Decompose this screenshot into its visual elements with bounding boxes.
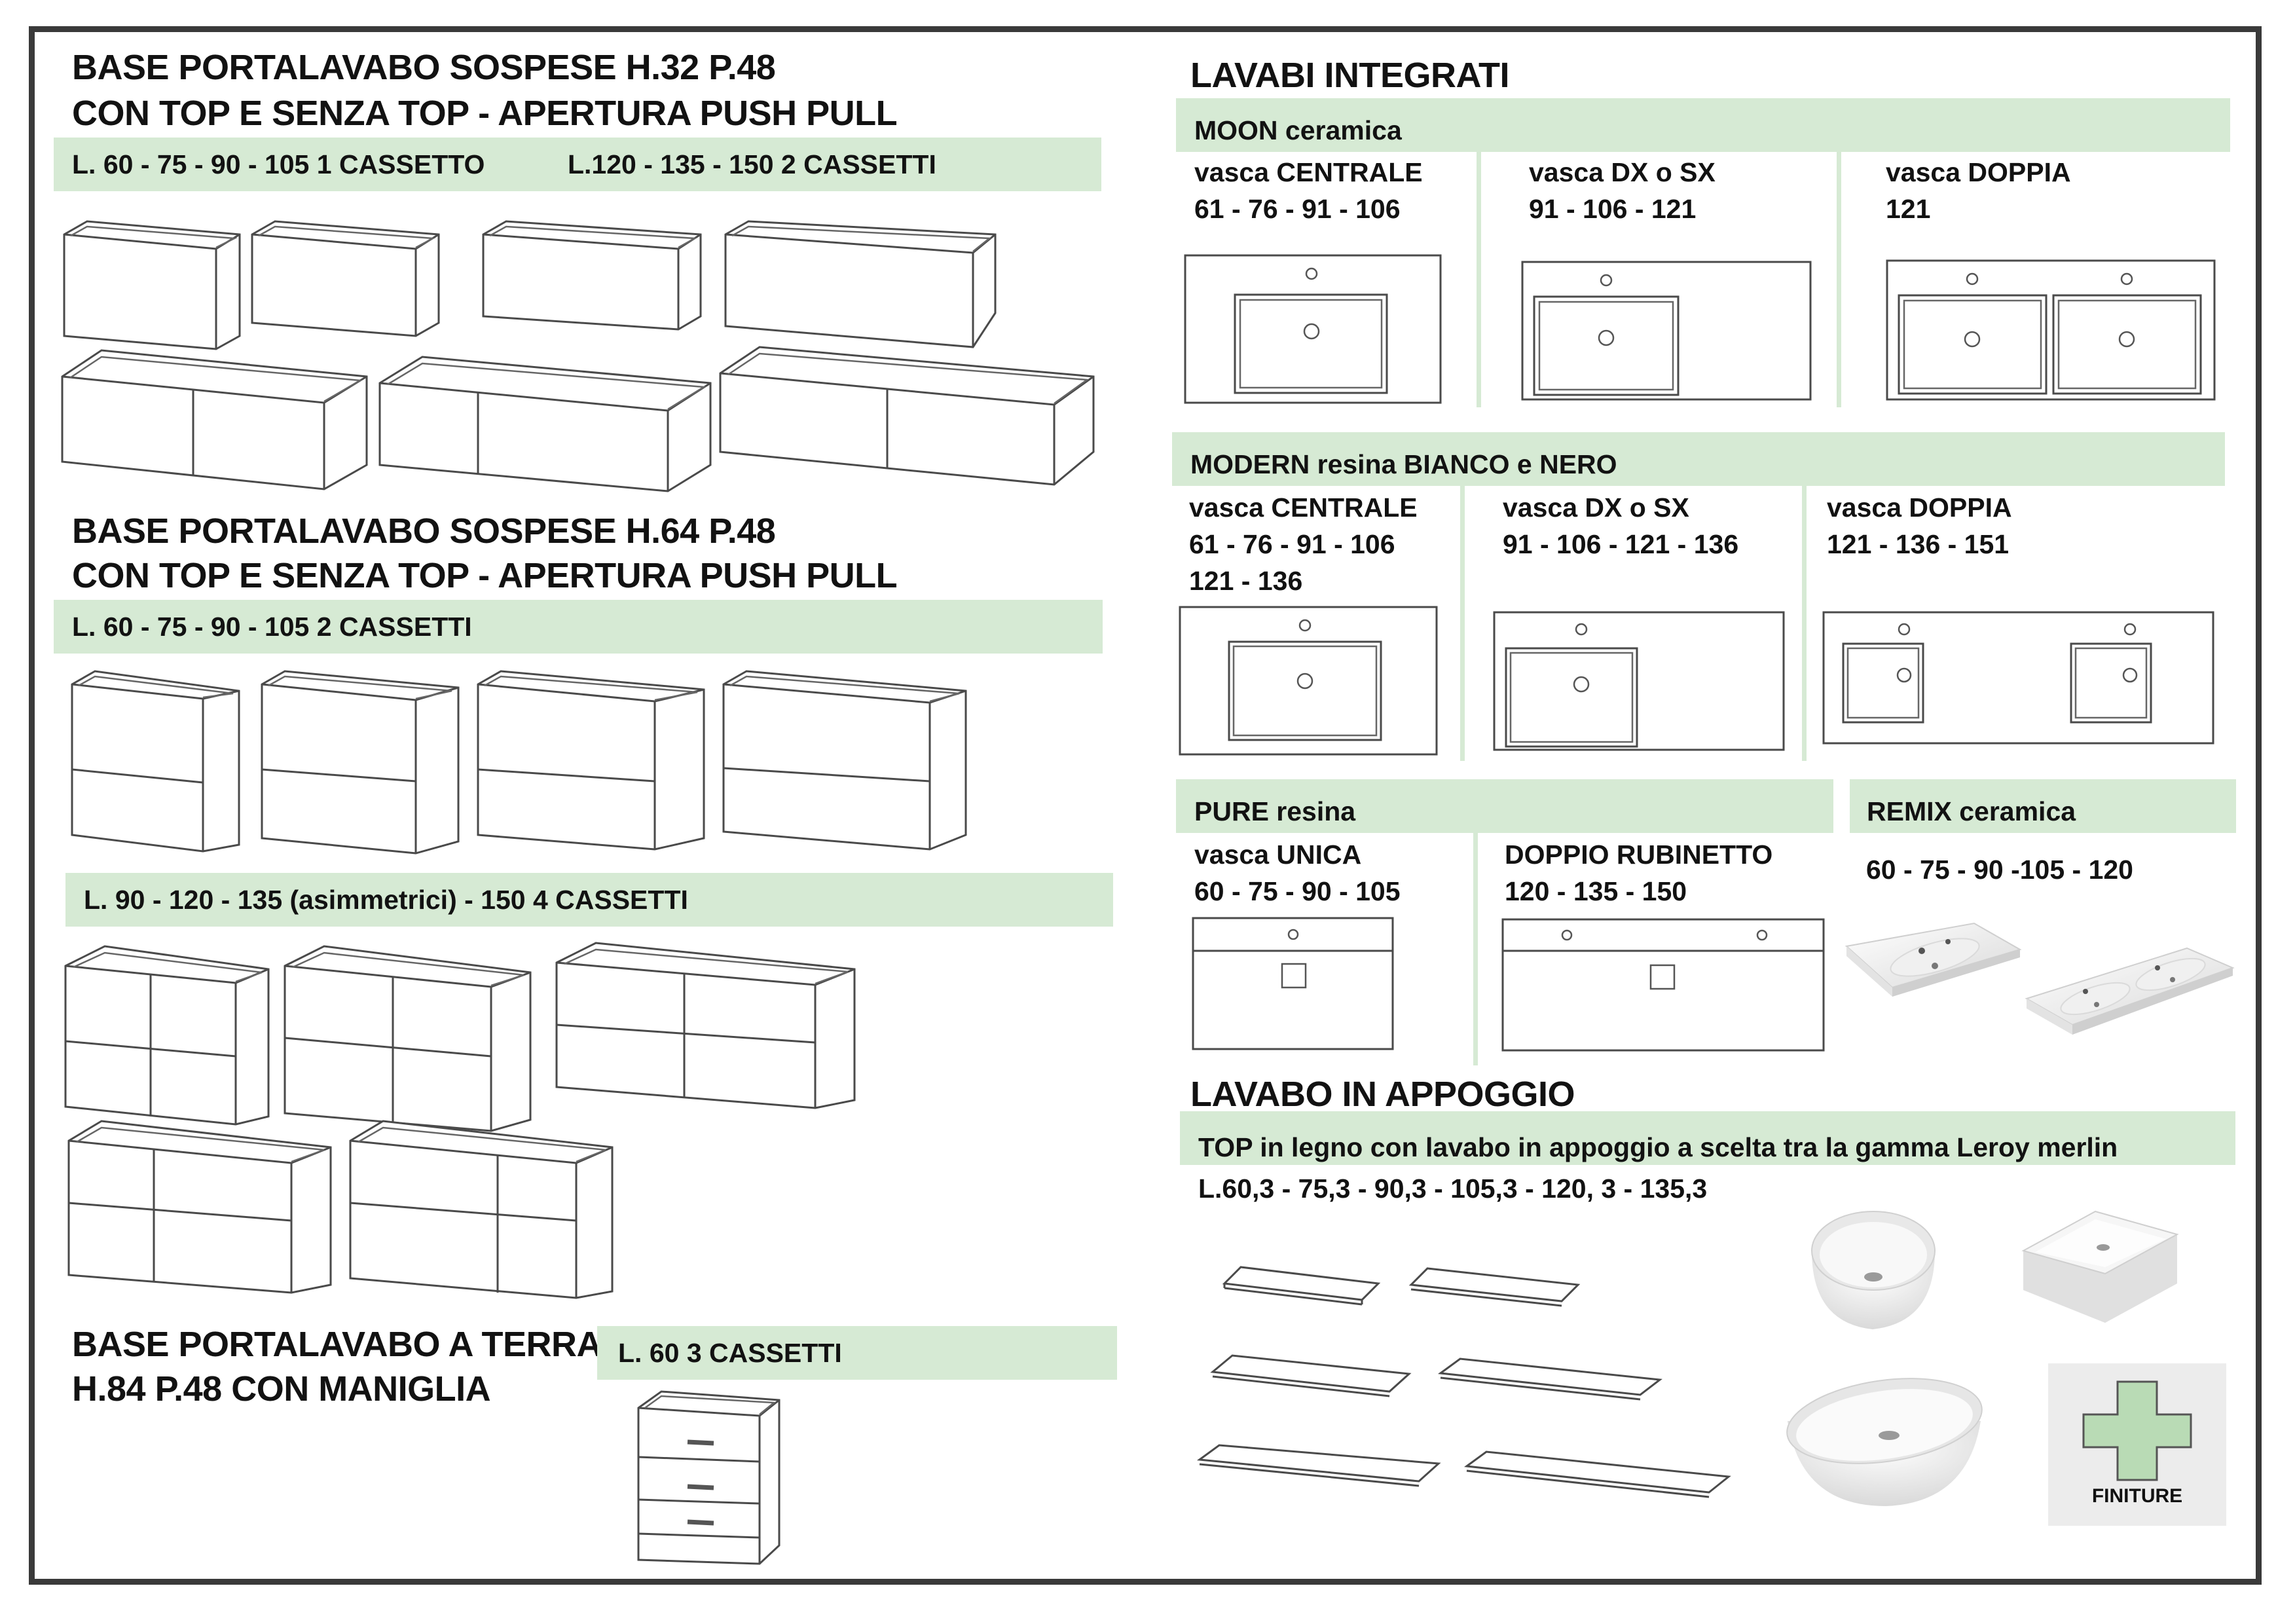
sec1-cabinet-drawings: [61, 220, 1095, 492]
modern-band: MODERN resina BIANCO e NERO: [1172, 432, 2225, 486]
sec1-title-line1: BASE PORTALAVABO SOSPESE H.32 P.48: [72, 48, 776, 87]
moon-c3-sizes: 121: [1886, 194, 1931, 224]
moon-divider-1: [1477, 152, 1481, 407]
modern-c1-sizes2: 121 - 136: [1189, 566, 1303, 596]
lavabi-integrati-title: LAVABI INTEGRATI: [1190, 56, 1509, 95]
oval-bowl: [1786, 1378, 1983, 1506]
modern-c2-title: vasca DX o SX: [1503, 492, 1689, 523]
wood-top-drawings: [1196, 1266, 1731, 1498]
pure-c1-title: vasca UNICA: [1194, 840, 1362, 870]
remix-sink-photos: [1845, 922, 2235, 1035]
sec1-band-a: L. 60 - 75 - 90 - 105 1 CASSETTO: [72, 149, 485, 179]
appoggio-band-label: TOP in legno con lavabo in appoggio a sc…: [1198, 1132, 2118, 1162]
sec3-title-line2: H.84 P.48 CON MANIGLIA: [72, 1369, 491, 1409]
sec2-size-band-a: L. 60 - 75 - 90 - 105 2 CASSETTI: [54, 600, 1103, 654]
sec2-band-b: L. 90 - 120 - 135 (asimmetrici) - 150 4 …: [84, 885, 688, 915]
remix-band: REMIX ceramica: [1850, 779, 2236, 833]
pure-c2-sizes: 120 - 135 - 150: [1505, 876, 1687, 906]
modern-divider-2: [1802, 486, 1807, 761]
moon-divider-2: [1837, 152, 1841, 407]
finiture-button[interactable]: FINITURE: [2048, 1363, 2226, 1526]
pure-divider: [1473, 833, 1478, 1065]
modern-c3-sizes: 121 - 136 - 151: [1827, 529, 2010, 559]
remix-band-label: REMIX ceramica: [1867, 796, 2076, 826]
moon-c2-title: vasca DX o SX: [1529, 157, 1716, 187]
sec3-size-band: L. 60 3 CASSETTI: [597, 1326, 1117, 1380]
remix-sizes: 60 - 75 - 90 -105 - 120: [1866, 855, 2133, 885]
sec1-title-line2: CON TOP E SENZA TOP - APERTURA PUSH PULL: [72, 94, 898, 133]
floor-cabinet-drawing: [637, 1390, 780, 1565]
round-bowl: [1811, 1211, 1936, 1329]
sec1-band-b: L.120 - 135 - 150 2 CASSETTI: [568, 149, 936, 179]
page-frame: [29, 26, 2262, 1585]
modern-c3-title: vasca DOPPIA: [1827, 492, 2012, 523]
pure-c1-sizes: 60 - 75 - 90 - 105: [1194, 876, 1401, 906]
rectangular-bowl: [2021, 1210, 2179, 1323]
moon-c1-title: vasca CENTRALE: [1194, 157, 1423, 187]
sec2-cabinet-drawings-2drawer: [71, 670, 967, 855]
modern-c2-sizes: 91 - 106 - 121 - 136: [1503, 529, 1739, 559]
modern-band-label: MODERN resina BIANCO e NERO: [1190, 449, 1617, 479]
sec2-title-line2: CON TOP E SENZA TOP - APERTURA PUSH PULL: [72, 556, 898, 595]
appoggio-sizes: L.60,3 - 75,3 - 90,3 - 105,3 - 120, 3 - …: [1198, 1173, 1708, 1204]
sec2-size-band-b: L. 90 - 120 - 135 (asimmetrici) - 150 4 …: [65, 873, 1113, 927]
modern-divider-1: [1460, 486, 1465, 761]
modern-c1-sizes: 61 - 76 - 91 - 106: [1189, 529, 1395, 559]
pure-band: PURE resina: [1176, 779, 1833, 833]
moon-c1-sizes: 61 - 76 - 91 - 106: [1194, 194, 1401, 224]
pure-sink-drawings: [1192, 917, 1825, 1052]
moon-band-label: MOON ceramica: [1194, 115, 1402, 145]
moon-c2-sizes: 91 - 106 - 121: [1529, 194, 1697, 224]
sec2-cabinet-drawings-4drawer: [64, 942, 856, 1299]
sec2-title-line1: BASE PORTALAVABO SOSPESE H.64 P.48: [72, 511, 776, 551]
pure-c2-title: DOPPIO RUBINETTO: [1505, 840, 1773, 870]
moon-sink-drawings: [1184, 254, 2216, 404]
pure-band-label: PURE resina: [1194, 796, 1356, 826]
sec3-band: L. 60 3 CASSETTI: [618, 1338, 842, 1368]
modern-sink-drawings: [1179, 606, 2214, 756]
moon-c3-title: vasca DOPPIA: [1886, 157, 2071, 187]
moon-band: MOON ceramica: [1176, 98, 2230, 152]
sec2-band-a: L. 60 - 75 - 90 - 105 2 CASSETTI: [72, 612, 472, 642]
appoggio-band: TOP in legno con lavabo in appoggio a sc…: [1180, 1111, 2235, 1165]
plus-icon: [2082, 1380, 2192, 1481]
vessel-sink-photos: [1786, 1210, 2179, 1506]
finiture-label: FINITURE: [2091, 1485, 2183, 1507]
appoggio-title: LAVABO IN APPOGGIO: [1190, 1075, 1575, 1114]
sec1-size-band: L. 60 - 75 - 90 - 105 1 CASSETTO L.120 -…: [54, 138, 1101, 191]
modern-c1-title: vasca CENTRALE: [1189, 492, 1418, 523]
sec3-title-line1: BASE PORTALAVABO A TERRA: [72, 1325, 602, 1364]
